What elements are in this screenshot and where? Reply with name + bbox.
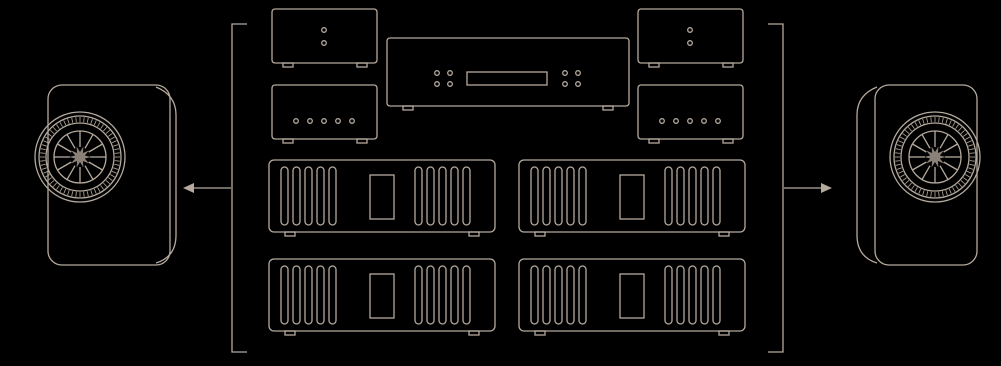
power-amp-1 [268,159,496,237]
power-amp-3 [268,258,496,336]
right-arrow-icon [784,183,832,193]
power-amp-4 [518,258,746,336]
left-arrow-icon [183,183,231,193]
right-bracket [768,23,784,353]
small-unit-top-right [637,8,744,68]
power-amp-2 [518,159,746,237]
cd-player [386,37,630,111]
small-unit-top-left [271,8,378,68]
left-speaker [34,84,177,266]
small-unit-mid-left [271,84,378,144]
small-unit-mid-right [637,84,744,144]
right-speaker [856,84,981,266]
left-bracket [231,23,247,353]
